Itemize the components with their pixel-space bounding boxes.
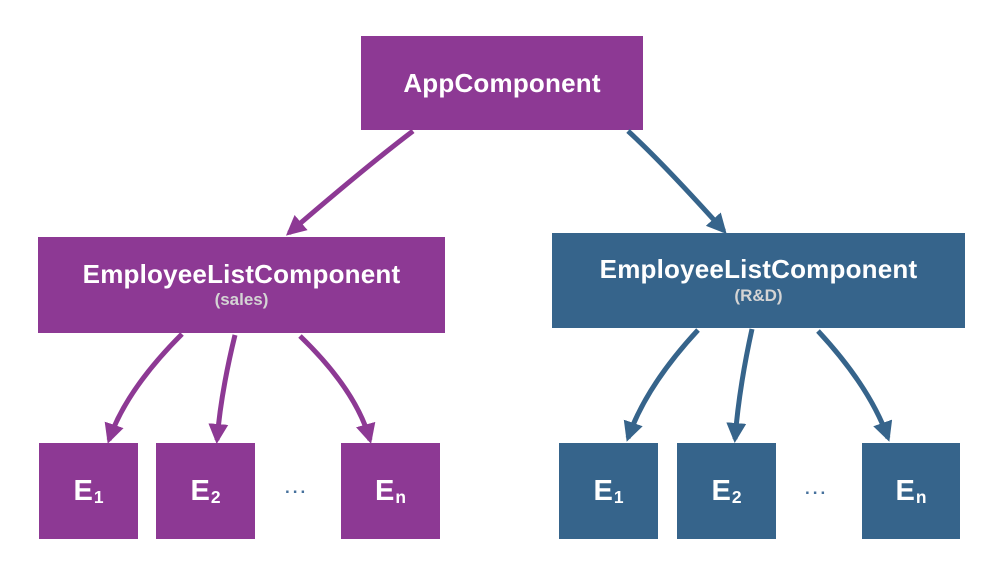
edge-sales-to-en <box>298 334 376 444</box>
node-rnd-employee-1: E1 <box>559 443 658 539</box>
edge-app-to-sales-list <box>285 129 415 236</box>
node-rnd-employee-n-label: En <box>895 474 927 508</box>
edge-sales-to-e1 <box>104 332 184 444</box>
node-rnd-employee-n: En <box>862 443 960 539</box>
node-sales-employee-1: E1 <box>39 443 138 539</box>
node-sales-employee-2-label: E2 <box>190 474 221 508</box>
edge-app-to-rnd-list <box>626 129 727 234</box>
edge-sales-to-e2 <box>208 334 238 444</box>
node-rnd-employee-2: E2 <box>677 443 776 539</box>
node-app-component-label: AppComponent <box>403 67 601 98</box>
node-rnd-employee-2-label: E2 <box>711 474 742 508</box>
node-employee-list-rnd: EmployeeListComponent (R&D) <box>552 233 965 328</box>
node-app-component: AppComponent <box>361 36 643 130</box>
node-employee-list-sales-sublabel: (sales) <box>214 290 269 310</box>
node-sales-employee-2: E2 <box>156 443 255 539</box>
node-employee-list-sales-label: EmployeeListComponent <box>82 258 401 289</box>
node-sales-employee-1-label: E1 <box>73 474 104 508</box>
edge-rnd-to-e1 <box>623 328 700 442</box>
node-sales-employee-n: En <box>341 443 440 539</box>
node-employee-list-rnd-label: EmployeeListComponent <box>599 254 918 284</box>
sales-ellipsis: ... <box>285 478 309 497</box>
node-sales-employee-n-label: En <box>375 474 406 508</box>
node-employee-list-rnd-sublabel: (R&D) <box>734 285 783 305</box>
rnd-ellipsis: ... <box>805 479 829 498</box>
edge-rnd-to-en <box>816 329 893 442</box>
edge-rnd-to-e2 <box>726 328 755 443</box>
node-rnd-employee-1-label: E1 <box>593 474 624 508</box>
node-employee-list-sales: EmployeeListComponent (sales) <box>38 237 445 333</box>
